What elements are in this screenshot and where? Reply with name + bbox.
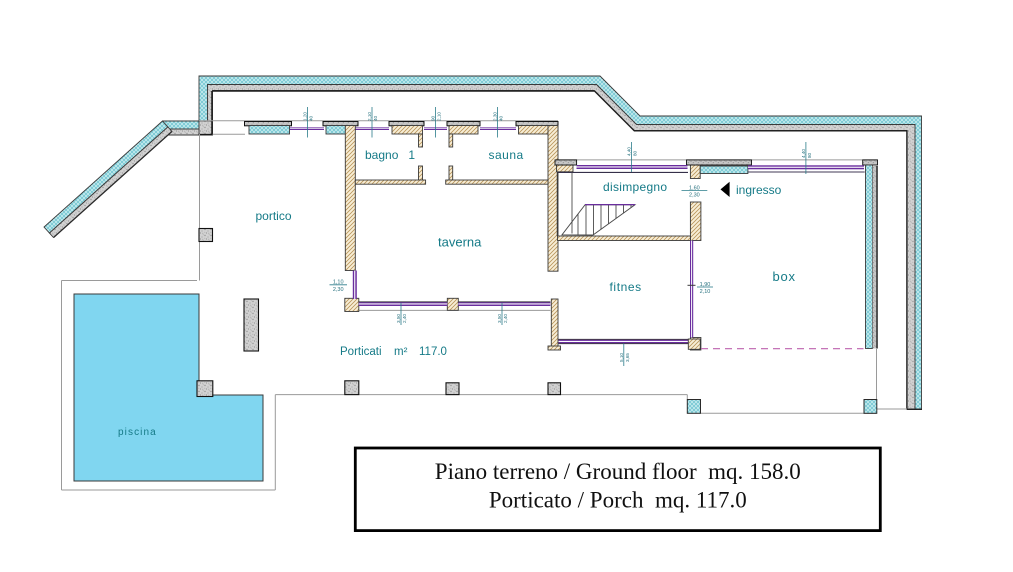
svg-text:2,30: 2,30 bbox=[689, 193, 700, 199]
svg-text:2,10: 2,10 bbox=[367, 112, 372, 121]
svg-text:portico: portico bbox=[256, 209, 292, 223]
svg-text:2,40: 2,40 bbox=[503, 314, 508, 323]
svg-text:4,40: 4,40 bbox=[801, 149, 806, 158]
svg-text:taverna: taverna bbox=[438, 235, 482, 250]
svg-text:90: 90 bbox=[431, 115, 436, 121]
svg-text:bagno 1: bagno 1 bbox=[365, 148, 415, 162]
svg-text:40: 40 bbox=[309, 115, 314, 121]
svg-text:ingresso: ingresso bbox=[736, 183, 782, 197]
svg-text:3,50: 3,50 bbox=[497, 314, 502, 323]
svg-text:5,10: 5,10 bbox=[619, 353, 624, 362]
svg-text:80: 80 bbox=[632, 150, 637, 156]
svg-text:3,65: 3,65 bbox=[625, 353, 630, 362]
svg-text:1,90: 1,90 bbox=[700, 282, 711, 288]
svg-text:2,10: 2,10 bbox=[700, 289, 711, 295]
svg-text:2,30: 2,30 bbox=[333, 287, 344, 293]
svg-text:40: 40 bbox=[499, 115, 504, 121]
svg-text:fitnes: fitnes bbox=[610, 280, 642, 294]
svg-text:3,50: 3,50 bbox=[396, 314, 401, 323]
svg-text:40: 40 bbox=[373, 115, 378, 121]
svg-text:Piano terreno / Ground floor: Piano terreno / Ground floor mq. 158.0 bbox=[435, 459, 801, 484]
svg-text:1,20: 1,20 bbox=[303, 112, 308, 121]
svg-text:2,40: 2,40 bbox=[402, 314, 407, 323]
svg-text:piscina: piscina bbox=[118, 427, 157, 438]
svg-text:2,10: 2,10 bbox=[437, 112, 442, 121]
svg-text:1,10: 1,10 bbox=[333, 280, 344, 286]
svg-text:box: box bbox=[773, 269, 796, 284]
svg-text:disimpegno: disimpegno bbox=[603, 180, 667, 194]
svg-text:sauna: sauna bbox=[489, 148, 524, 162]
svg-text:Porticato / Porch mq. 117.0: Porticato / Porch mq. 117.0 bbox=[489, 488, 747, 513]
svg-text:80: 80 bbox=[807, 152, 812, 158]
svg-text:1,60: 1,60 bbox=[689, 185, 700, 191]
svg-text:2,30: 2,30 bbox=[493, 112, 498, 121]
svg-text:4,40: 4,40 bbox=[626, 147, 631, 156]
